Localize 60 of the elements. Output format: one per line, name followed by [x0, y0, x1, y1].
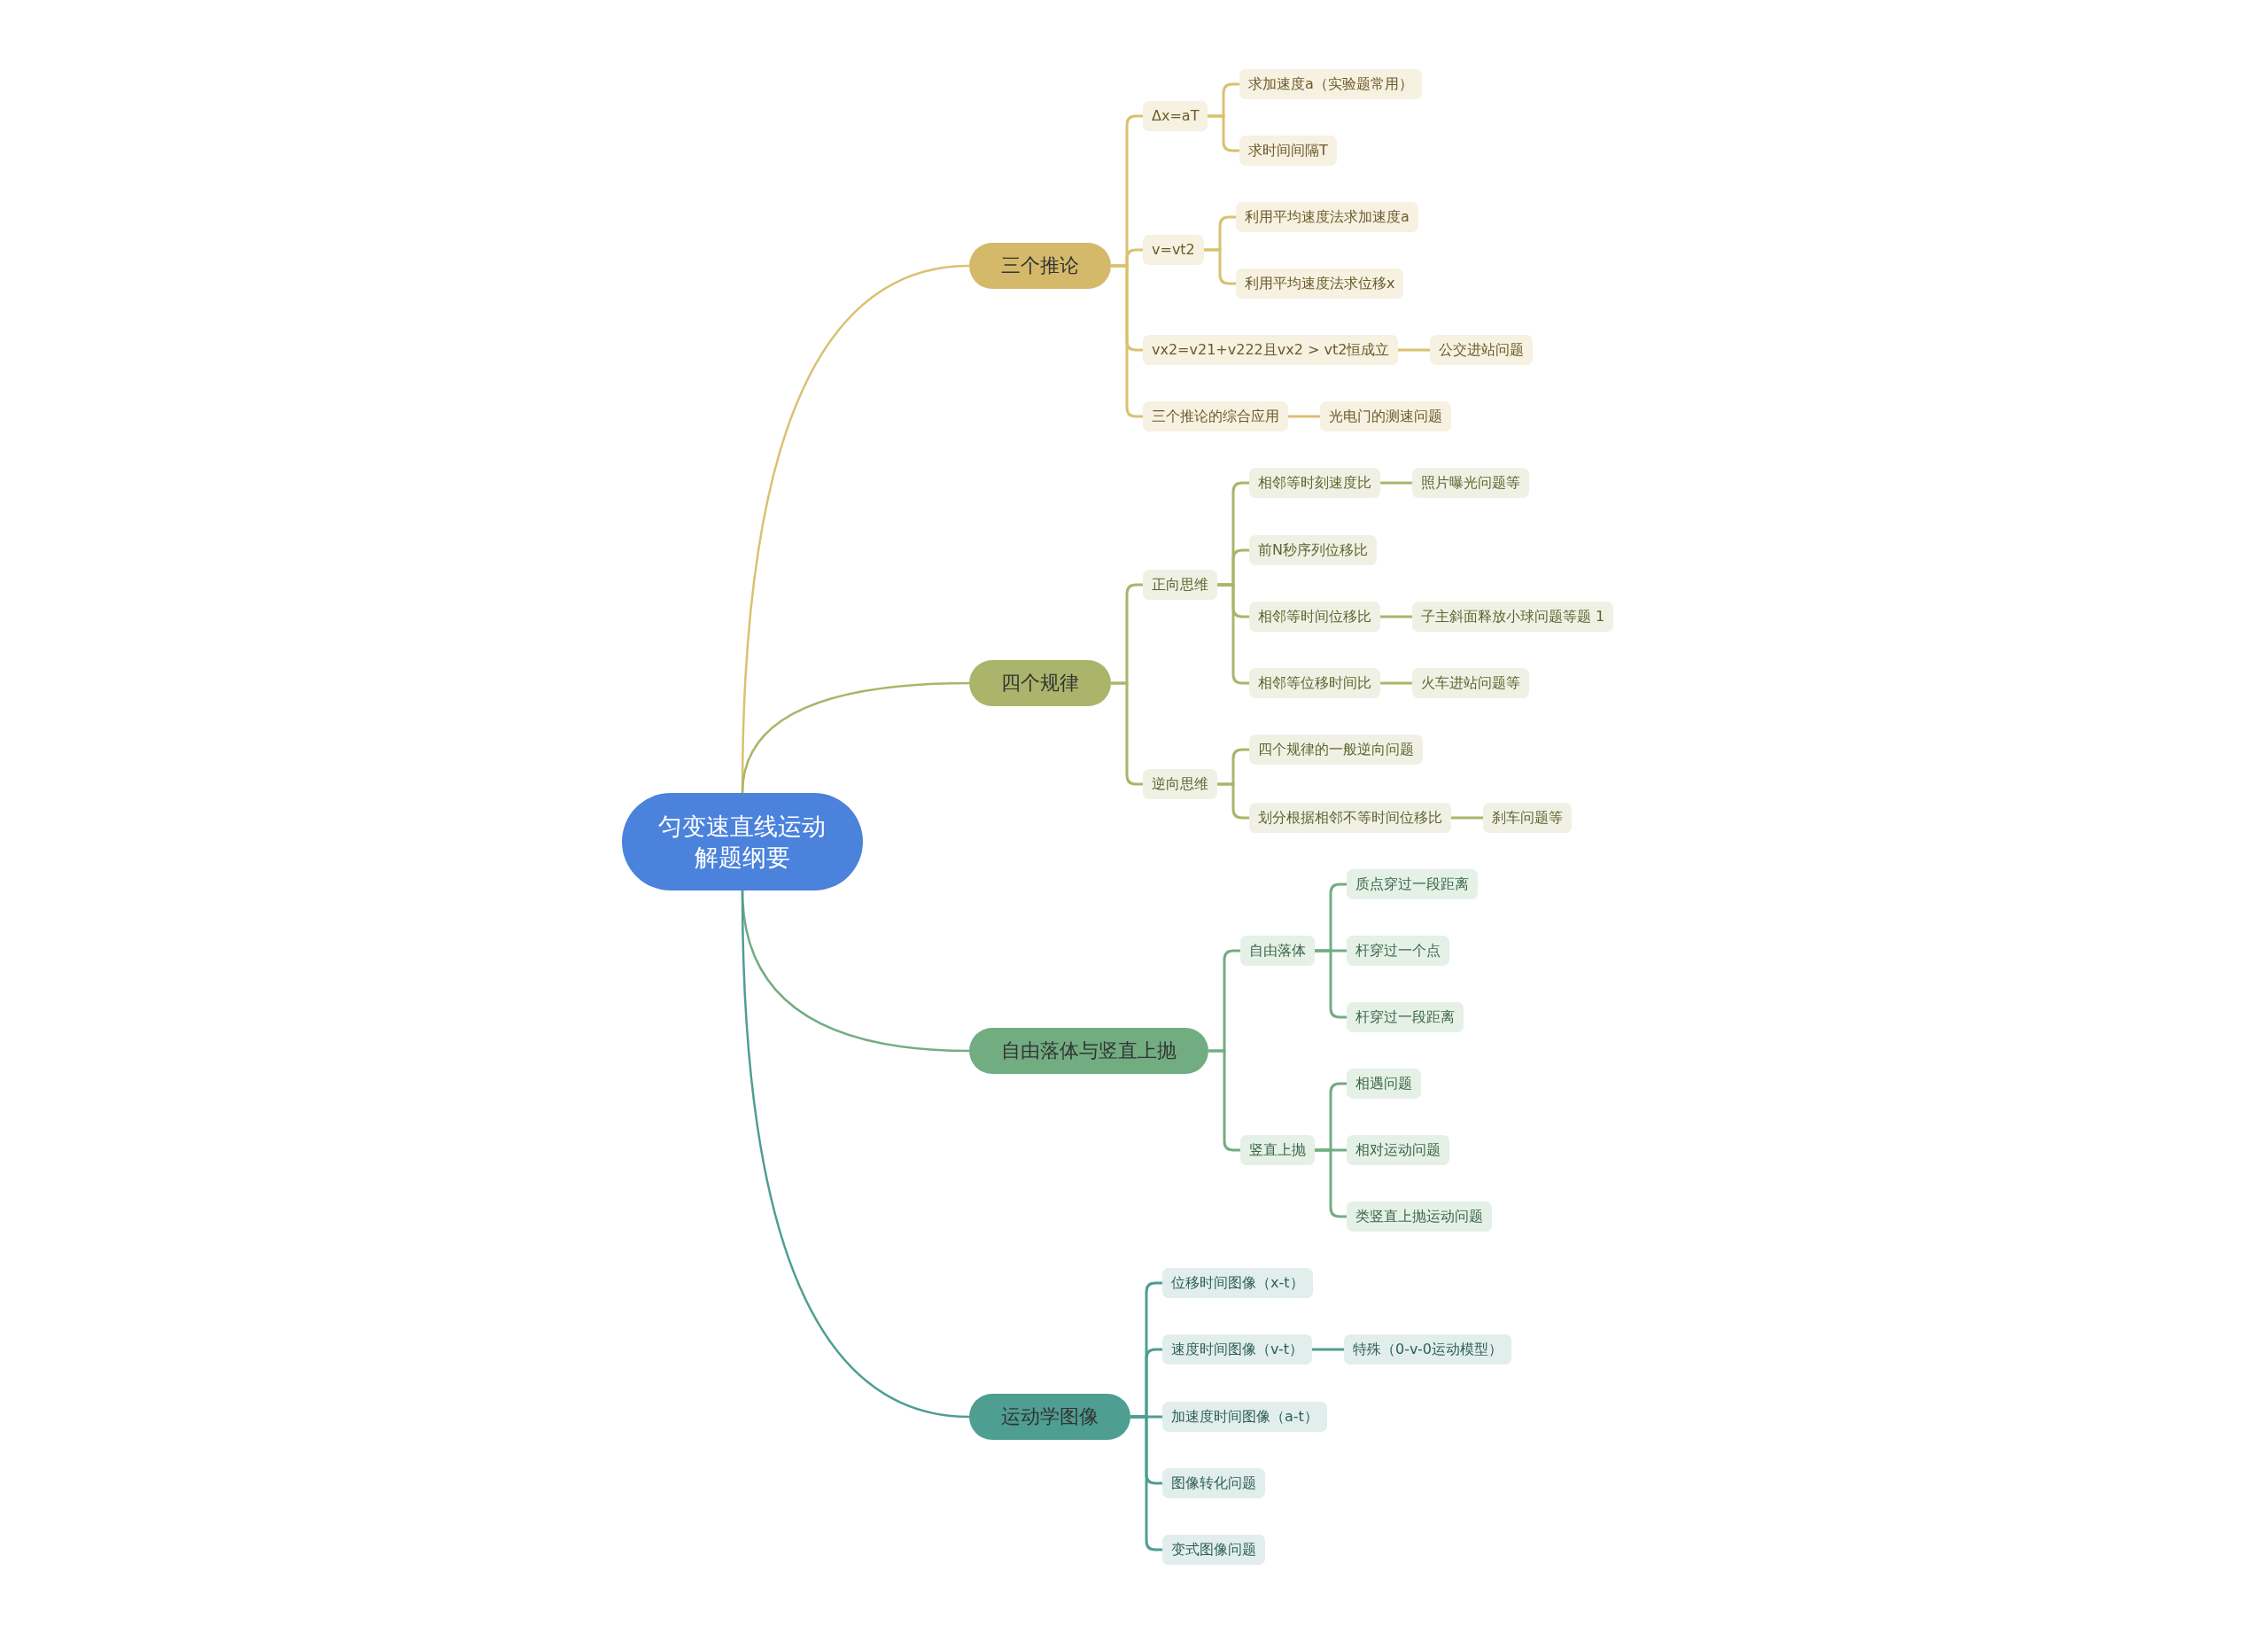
subtopic: 加速度时间图像（a-t） [1162, 1401, 1327, 1433]
subtopic: 相遇问题 [1347, 1068, 1421, 1100]
subtopic: v=vt2 [1143, 234, 1204, 266]
subtopic: 前N秒序列位移比 [1249, 534, 1377, 566]
subtopic: 光电门的测速问题 [1320, 400, 1451, 432]
subtopic: 杆穿过一段距离 [1347, 1001, 1464, 1033]
subtopic: 四个规律的一般逆向问题 [1249, 734, 1423, 766]
subtopic: 子主斜面释放小球问题等题 1 [1412, 601, 1614, 633]
subtopic: 三个推论的综合应用 [1143, 400, 1288, 432]
subtopic: 逆向思维 [1143, 768, 1217, 800]
connector-line [1217, 583, 1249, 685]
connector-line [741, 890, 970, 1419]
subtopic: 求时间间隔T [1239, 135, 1337, 167]
subtopic: 相对运动问题 [1347, 1134, 1449, 1166]
subtopic: 刹车问题等 [1483, 802, 1572, 834]
connector-line [1451, 816, 1483, 820]
subtopic: 竖直上抛 [1240, 1134, 1315, 1166]
subtopic: 照片曝光问题等 [1412, 467, 1529, 499]
main-topic: 四个规律 [969, 659, 1111, 707]
connector-line [1315, 1148, 1347, 1218]
subtopic: 质点穿过一段距离 [1347, 868, 1478, 900]
connector-line [1217, 782, 1249, 820]
subtopic: 相邻等时刻速度比 [1249, 467, 1380, 499]
subtopic: 利用平均速度法求位移x [1236, 268, 1404, 299]
connector-line [741, 681, 970, 794]
subtopic: 火车进站问题等 [1412, 667, 1529, 699]
subtopic: 相邻等时间位移比 [1249, 601, 1380, 633]
subtopic: 变式图像问题 [1162, 1534, 1265, 1566]
connector-line [1111, 681, 1143, 786]
connector-line [1312, 1348, 1344, 1351]
subtopic: 正向思维 [1143, 569, 1217, 601]
subtopic: 自由落体 [1240, 935, 1315, 967]
central-topic: 匀变速直线运动解题纲要 [622, 793, 863, 891]
connector-line [1315, 949, 1347, 1019]
subtopic: 速度时间图像（v-t） [1162, 1334, 1313, 1365]
subtopic: 杆穿过一个点 [1347, 935, 1449, 967]
connector-line [1398, 348, 1430, 352]
connector-line [1288, 415, 1320, 418]
connector-line [1111, 264, 1143, 418]
main-topic: 自由落体与竖直上抛 [969, 1027, 1208, 1075]
subtopic: Δx=aT [1143, 100, 1208, 132]
connector-line [1380, 615, 1412, 618]
connector-line [1208, 1049, 1240, 1152]
main-topic: 三个推论 [969, 242, 1111, 290]
main-topic: 运动学图像 [969, 1393, 1130, 1441]
connector-line [1380, 481, 1412, 485]
connector-line [1204, 248, 1236, 285]
subtopic: 相邻等位移时间比 [1249, 667, 1380, 699]
subtopic: 公交进站问题 [1430, 334, 1533, 366]
subtopic: 求加速度a（实验题常用） [1239, 68, 1422, 100]
connector-line [1380, 681, 1412, 685]
subtopic: 图像转化问题 [1162, 1467, 1265, 1499]
subtopic: 划分根据相邻不等时间位移比 [1249, 802, 1451, 834]
connector-line [1208, 114, 1239, 152]
subtopic: 利用平均速度法求加速度a [1236, 201, 1418, 233]
subtopic: 特殊（0-v-0运动模型） [1344, 1334, 1511, 1365]
subtopic: 类竖直上抛运动问题 [1347, 1201, 1492, 1233]
connector-line [1130, 1415, 1162, 1551]
subtopic: vx2=v21+v222且vx2 > vt2恒成立 [1143, 334, 1399, 366]
subtopic: 位移时间图像（x-t） [1162, 1267, 1313, 1299]
